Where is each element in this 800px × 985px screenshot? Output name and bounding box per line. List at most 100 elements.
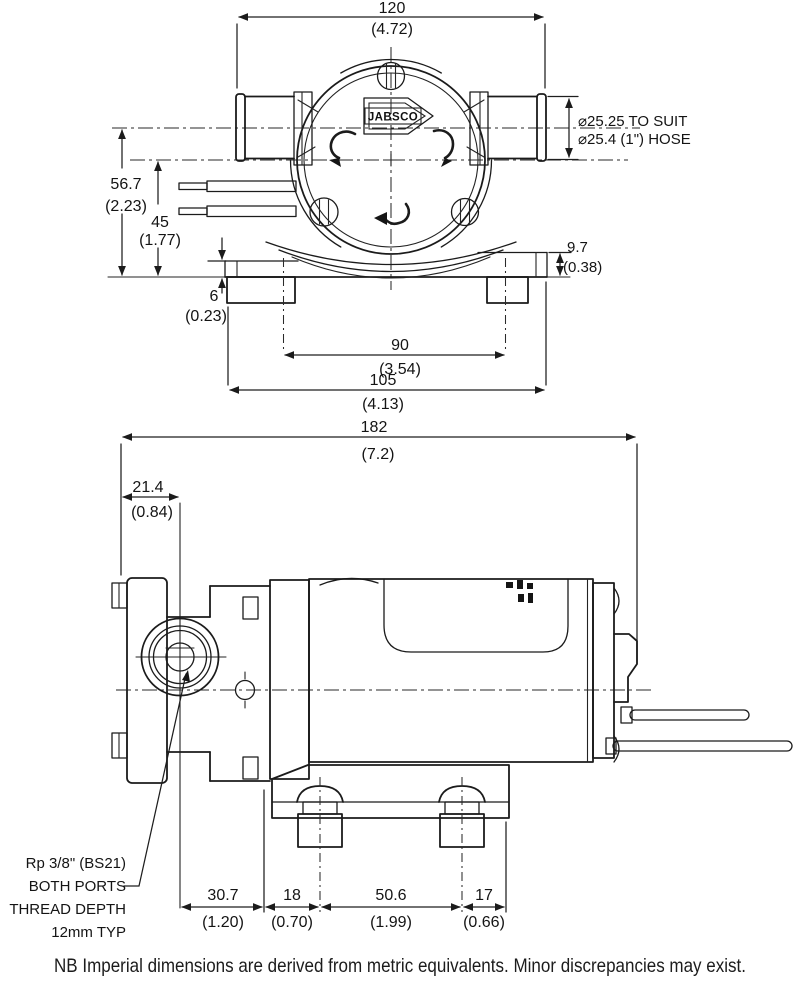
port-ring-1 <box>148 625 212 689</box>
skirt-arc-mid <box>278 249 504 273</box>
thread-note-line2: BOTH PORTS <box>29 878 126 895</box>
hose-note-line1: ⌀25.25 TO SUIT <box>578 113 687 130</box>
cover-screw-lower-right <box>450 197 480 227</box>
jabsco-logo: JABSCO <box>363 97 434 135</box>
lead1-tip <box>178 182 208 191</box>
dim-shaft-centerline-height: 45 (1.77) <box>139 161 181 276</box>
dim-56-mm: 56.7 <box>110 176 141 193</box>
dim-45-inch: (1.77) <box>139 232 181 249</box>
motor-body <box>308 578 594 763</box>
wire2-crimp <box>605 737 617 755</box>
cover-screw-lower-left <box>309 197 339 227</box>
lead2-tip <box>178 207 208 216</box>
hose-ports <box>235 91 547 166</box>
wire1 <box>629 709 750 721</box>
right-port-barb-ring <box>536 93 547 162</box>
cover-bulge-left <box>289 159 342 248</box>
base-top-view <box>107 241 571 304</box>
cover-screw-top <box>376 61 406 91</box>
left-port-barb-ring <box>235 93 246 162</box>
left-port <box>235 91 313 166</box>
logo-text-box <box>364 107 422 125</box>
dim-overall-length: 182 (7.2) <box>120 419 638 664</box>
dim-97-inch: (0.38) <box>563 259 602 276</box>
dim-base-width: 105 (4.13) <box>227 281 547 413</box>
dim-307-inch: (1.20) <box>202 914 244 931</box>
dim-port-offset: 21.4 (0.84) <box>122 479 179 521</box>
dim-17-mm: 17 <box>475 887 493 904</box>
drain-screw <box>234 679 256 701</box>
left-port-flange <box>293 91 313 166</box>
foot-front <box>296 777 344 912</box>
lead1-body <box>206 180 297 193</box>
end-bump-top <box>613 587 620 615</box>
dim-214-mm: 21.4 <box>132 479 163 496</box>
motor-front-plate <box>269 579 310 780</box>
dim-307-mm: 30.7 <box>207 887 238 904</box>
skirt-arc-outer <box>265 241 517 266</box>
dim-182-inch: (7.2) <box>362 446 395 463</box>
foot-rear <box>438 777 486 912</box>
dim-18-inch: (0.70) <box>271 914 313 931</box>
motor-end-housing <box>592 582 615 759</box>
dim-105-inch: (4.13) <box>362 396 404 413</box>
rotation-arrow-bottom <box>374 202 411 226</box>
top-view-centerlines <box>112 47 640 290</box>
dim-120-mm: 120 <box>379 0 406 17</box>
dim-45-mm: 45 <box>151 214 169 231</box>
dim-17-inch: (0.66) <box>463 914 505 931</box>
pump-head-outer-circle <box>296 65 486 255</box>
dim-120-inch: (4.72) <box>371 21 413 38</box>
dim-506-mm: 50.6 <box>375 887 406 904</box>
top-view: JABSCO <box>105 0 691 413</box>
port-ring-2 <box>152 629 208 685</box>
dim-105-mm: 105 <box>370 372 397 389</box>
motor-label-marks <box>506 580 533 603</box>
logo-text: JABSCO <box>368 112 418 124</box>
dim-hose-diameter: ⌀25.25 TO SUIT ⌀25.4 (1") HOSE <box>547 95 691 161</box>
dim-6-mm: 6 <box>210 288 219 305</box>
port-bore <box>165 642 195 672</box>
dim-base-ledge: 6 (0.23) <box>185 237 227 325</box>
footnote: NB Imperial dimensions are derived from … <box>54 955 746 977</box>
thread-note: Rp 3/8" (BS21) BOTH PORTS THREAD DEPTH 1… <box>9 670 190 941</box>
right-port <box>469 91 547 166</box>
skirt-arc-inner <box>291 256 491 279</box>
thread-leader-arrowhead <box>182 670 190 682</box>
dim-56-inch: (2.23) <box>105 198 147 215</box>
port-boss-outer <box>140 617 220 697</box>
dim-90-mm: 90 <box>391 337 409 354</box>
dim-506-inch: (1.99) <box>370 914 412 931</box>
pump-head: JABSCO <box>289 58 493 255</box>
end-hub <box>613 633 638 703</box>
wire1-crimp <box>620 706 633 724</box>
front-bolt-top <box>242 596 259 620</box>
dim-182-mm: 182 <box>361 419 388 436</box>
dim-bottom-chain: 30.7 (1.20) 18 (0.70) 50.6 (1.99) 17 (0.… <box>181 789 507 931</box>
flange-plate <box>126 577 168 784</box>
side-view-centerlines <box>116 502 652 909</box>
dim-18-mm: 18 <box>283 887 301 904</box>
pump-body-side <box>166 577 379 782</box>
right-port-flange <box>469 91 489 166</box>
pump-cover-circle <box>303 72 479 248</box>
cover-bulge-top <box>340 58 442 74</box>
dim-6-inch: (0.23) <box>185 308 227 325</box>
dim-90-inch: (3.54) <box>379 361 421 378</box>
bracket-outline <box>271 764 510 819</box>
wire2 <box>612 740 793 752</box>
dim-97-mm: 9.7 <box>567 239 588 256</box>
rotation-arrow-right <box>432 129 455 167</box>
dim-214-inch: (0.84) <box>131 504 173 521</box>
logo-outer-arrow <box>363 97 434 135</box>
port-flange-side <box>111 577 220 784</box>
logo-inner-arrow <box>368 102 427 130</box>
thread-note-line3: THREAD DEPTH <box>9 901 126 918</box>
front-bolt-bottom <box>242 756 259 780</box>
dim-slot-span: 90 (3.54) <box>282 258 507 378</box>
mounting-bracket-side <box>271 764 510 912</box>
side-view: 182 (7.2) 21.4 (0.84) Rp 3/8" (BS21) BOT… <box>9 419 793 941</box>
center-mark <box>384 153 398 167</box>
